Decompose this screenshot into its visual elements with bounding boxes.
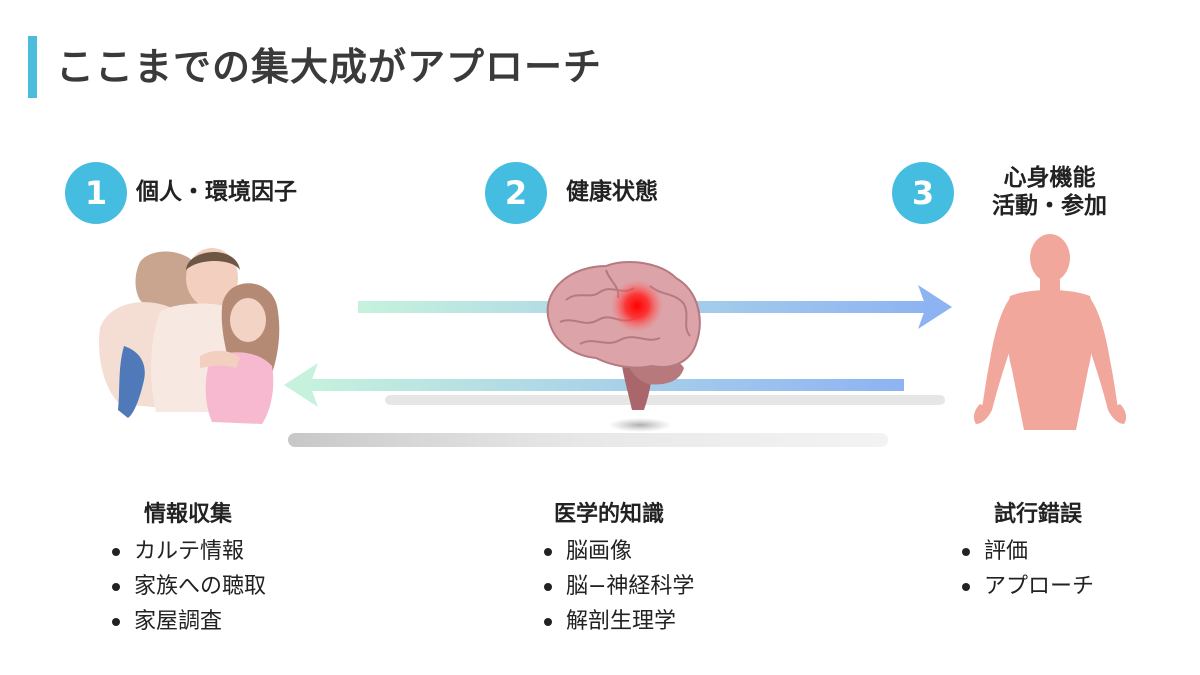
section-title-information-gathering: 情報収集 (144, 502, 233, 527)
column-label-body-function-activity: 心身機能 活動・参加 (992, 164, 1107, 220)
step-number-2: 2 (485, 162, 547, 224)
section-title-trial-and-error: 試行錯誤 (994, 502, 1083, 527)
section-title-medical-knowledge: 医学的知識 (554, 502, 665, 527)
list-medical-knowledge: 脳画像 脳−神経科学 解剖生理学 (540, 534, 694, 639)
list-item: アプローチ (958, 569, 1094, 604)
column-label-line-1: 心身機能 (1003, 165, 1096, 191)
step-number-1: 1 (65, 162, 127, 224)
list-trial-and-error: 評価 アプローチ (958, 534, 1094, 604)
list-item: 脳−神経科学 (540, 569, 694, 604)
list-item: 家族への聴取 (108, 569, 266, 604)
list-item: 解剖生理学 (540, 604, 694, 639)
left-arrow (284, 363, 904, 407)
title-accent-bar (28, 36, 37, 98)
human-body-illustration (973, 234, 1127, 430)
list-item: カルテ情報 (108, 534, 266, 569)
brain-shadow (608, 418, 672, 432)
column-label-personal-environment: 個人・環境因子 (136, 179, 297, 205)
list-information-gathering: カルテ情報 家族への聴取 家屋調査 (108, 534, 266, 639)
arrow-shadow (288, 433, 888, 447)
brain-illustration (546, 261, 701, 410)
step-number-3: 3 (892, 162, 954, 224)
column-label-line-2: 活動・参加 (992, 193, 1107, 219)
arrow-shadow (385, 395, 945, 405)
page-title: ここまでの集大成がアプローチ (56, 45, 603, 89)
list-item: 評価 (958, 534, 1094, 569)
list-item: 脳画像 (540, 534, 694, 569)
list-item: 家屋調査 (108, 604, 266, 639)
lesion-highlight (611, 280, 663, 332)
column-label-health-condition: 健康状態 (566, 179, 658, 205)
family-illustration (98, 248, 280, 424)
